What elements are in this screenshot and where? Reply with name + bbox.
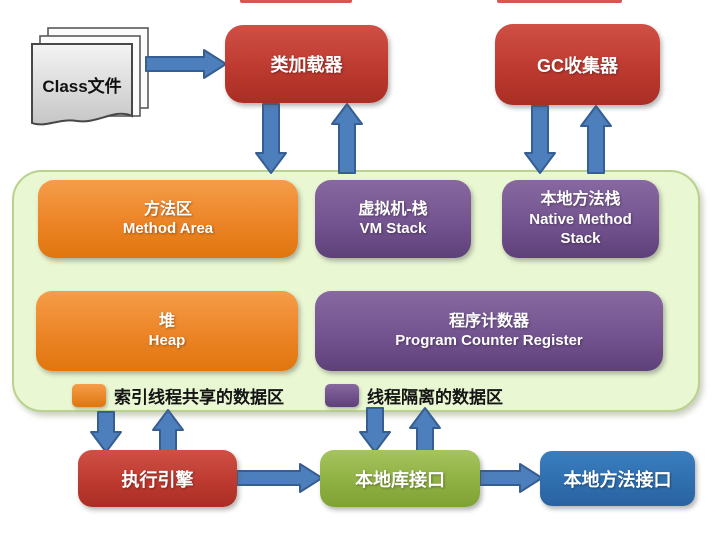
arrow-nativelib-to-runtime-up-icon bbox=[409, 407, 441, 453]
node-label: 执行引擎 bbox=[121, 469, 194, 490]
node-label: 本地库接口 bbox=[355, 469, 445, 490]
arrow-runtime-to-nativelib-down-icon bbox=[359, 407, 391, 453]
node-label-zh: 程序计数器 bbox=[448, 312, 529, 330]
node-label-en: VM Stack bbox=[359, 220, 427, 238]
arrow-runtime-to-engine-down-icon bbox=[90, 411, 122, 453]
node-native-lib-interface: 本地库接口 bbox=[320, 450, 480, 507]
arrow-engine-to-nativelib-icon bbox=[236, 463, 323, 493]
node-label-zh: 虚拟机-栈 bbox=[358, 200, 428, 218]
arrow-runtime-to-gc-up-icon bbox=[580, 105, 612, 174]
cropped-shape-artifact bbox=[497, 0, 622, 3]
node-label-en: Method Area bbox=[122, 220, 214, 238]
node-label-en: Program Counter Register bbox=[395, 332, 583, 350]
node-label-zh: 本地方法栈 bbox=[540, 191, 621, 209]
node-gc-collector: GC收集器 bbox=[495, 24, 660, 105]
node-label-en: Native Method Stack bbox=[529, 211, 632, 247]
node-label: 类加载器 bbox=[270, 55, 343, 75]
node-native-method-interface: 本地方法接口 bbox=[540, 451, 695, 506]
node-execution-engine: 执行引擎 bbox=[78, 450, 237, 507]
arrow-nativelib-to-nativemethod-icon bbox=[479, 463, 543, 493]
node-native-method-stack: 本地方法栈 Native Method Stack bbox=[502, 180, 659, 258]
legend-thread-shared: 索引线程共享的数据区 bbox=[72, 383, 284, 408]
legend-label: 索引线程共享的数据区 bbox=[114, 388, 284, 407]
node-class-files: Class文件 bbox=[30, 72, 134, 97]
node-vm-stack: 虚拟机-栈 VM Stack bbox=[315, 180, 471, 258]
node-class-loader: 类加载器 bbox=[225, 25, 388, 103]
arrow-classfiles-to-classloader-icon bbox=[145, 49, 227, 79]
arrow-gc-down-icon bbox=[524, 105, 556, 174]
arrow-engine-to-runtime-up-icon bbox=[152, 409, 184, 453]
node-heap: 堆 Heap bbox=[36, 291, 298, 371]
legend-thread-isolated: 线程隔离的数据区 bbox=[325, 383, 503, 408]
node-label-zh: 方法区 bbox=[143, 200, 192, 218]
node-pc-register: 程序计数器 Program Counter Register bbox=[315, 291, 663, 371]
node-label: GC收集器 bbox=[537, 55, 618, 76]
arrow-classloader-down-icon bbox=[255, 103, 287, 174]
node-label: Class文件 bbox=[42, 77, 122, 96]
node-label-en: Heap bbox=[148, 332, 186, 350]
node-method-area: 方法区 Method Area bbox=[38, 180, 298, 258]
node-label-zh: 堆 bbox=[158, 312, 175, 330]
legend-swatch-orange-icon bbox=[72, 384, 106, 407]
arrow-runtime-to-classloader-up-icon bbox=[331, 103, 363, 174]
legend-swatch-purple-icon bbox=[325, 384, 359, 407]
cropped-shape-artifact bbox=[240, 0, 352, 3]
legend-label: 线程隔离的数据区 bbox=[367, 388, 503, 407]
node-label: 本地方法接口 bbox=[563, 469, 672, 490]
